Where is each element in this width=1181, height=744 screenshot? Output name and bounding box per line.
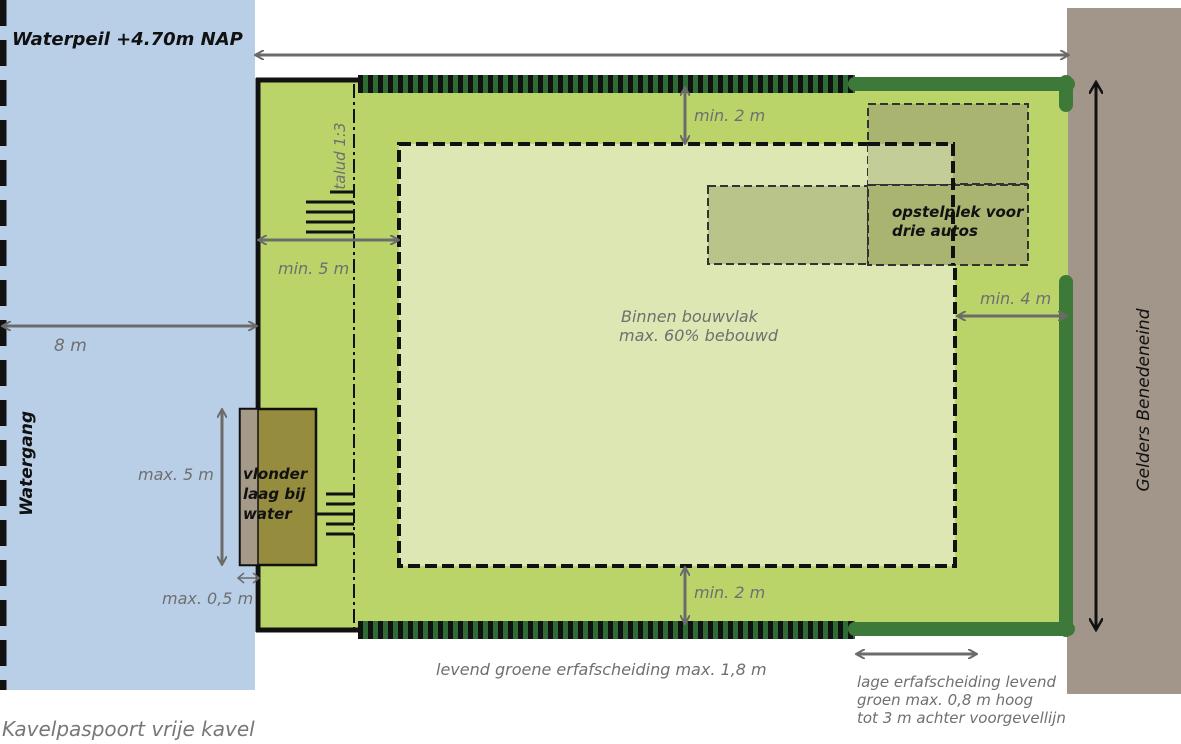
min-2m-top-label: min. 2 m xyxy=(694,106,766,125)
parking-area-light xyxy=(707,185,869,265)
low-hedge-label-line1: lage erfafscheiding levend xyxy=(857,673,1057,691)
distance-8m-label: 8 m xyxy=(54,336,87,356)
max-05m-label: max. 0,5 m xyxy=(162,589,254,608)
bouwvlak-label-line1: Binnen bouwvlak xyxy=(621,307,758,326)
low-hedge-label-line2: groen max. 0,8 m hoog xyxy=(857,691,1033,709)
vlonder-label-line2: laag bij xyxy=(243,485,306,503)
caption: Kavelpaspoort vrije kavel xyxy=(2,717,255,741)
vlonder-label-line1: vlonder xyxy=(243,465,308,483)
max-05m-arrowheads xyxy=(236,572,261,584)
min-5m-label: min. 5 m xyxy=(278,259,350,278)
vlonder-label-line3: water xyxy=(243,505,292,523)
low-hedge-label-line3: tot 3 m achter voorgevellijn xyxy=(857,709,1066,727)
road-area xyxy=(1067,8,1181,694)
deck-overhang xyxy=(239,408,259,566)
road-label: Gelders Benedeneind xyxy=(1134,308,1154,492)
parking-label-line2: drie autos xyxy=(892,222,978,240)
watergang-label: Watergang xyxy=(17,410,37,516)
talud-label: talud 1:3 xyxy=(331,122,349,190)
min-4m-label: min. 4 m xyxy=(980,289,1052,308)
parking-label-line1: opstelplek voor xyxy=(892,203,1024,221)
water-area xyxy=(0,0,255,690)
tall-hedge-label: levend groene erfafscheiding max. 1,8 m xyxy=(436,660,767,679)
parking-overlap xyxy=(868,144,953,184)
parking-area-lower xyxy=(867,184,1029,266)
min-2m-bottom-label: min. 2 m xyxy=(694,583,766,602)
waterpeil-label: Waterpeil +4.70m NAP xyxy=(12,29,243,50)
talud-marks-upper xyxy=(306,190,354,234)
bouwvlak-label-line2: max. 60% bebouwd xyxy=(619,326,779,345)
max-5m-label: max. 5 m xyxy=(138,465,214,484)
